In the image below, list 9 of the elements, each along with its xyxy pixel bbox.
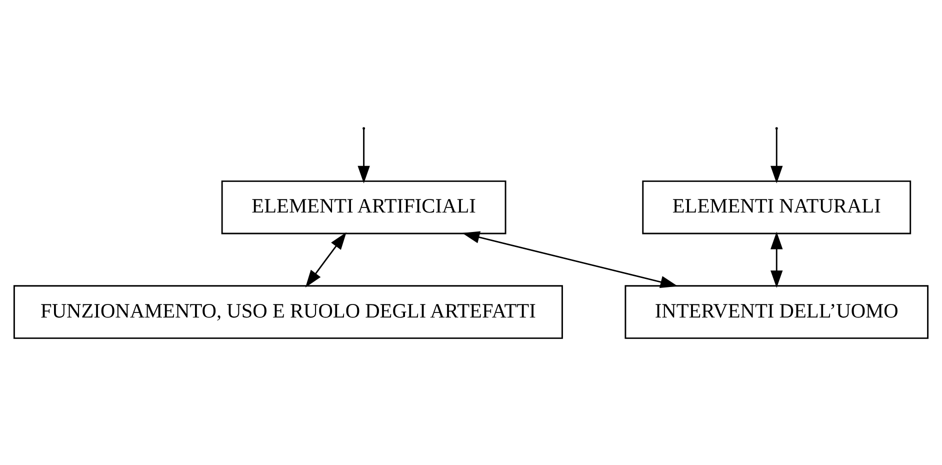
arrow (305, 232, 346, 287)
node-box: INTERVENTI DELL’UOMO (624, 284, 929, 338)
node-box: FUNZIONAMENTO, USO E RUOLO DEGLI ARTEFATTI (13, 284, 563, 338)
node-box: ELEMENTI ARTIFICIALI (221, 180, 506, 234)
arrow (770, 231, 783, 288)
arrow (358, 128, 370, 183)
node-box: ELEMENTI NATURALI (642, 180, 912, 234)
arrow (770, 128, 783, 183)
arrow (462, 230, 678, 288)
